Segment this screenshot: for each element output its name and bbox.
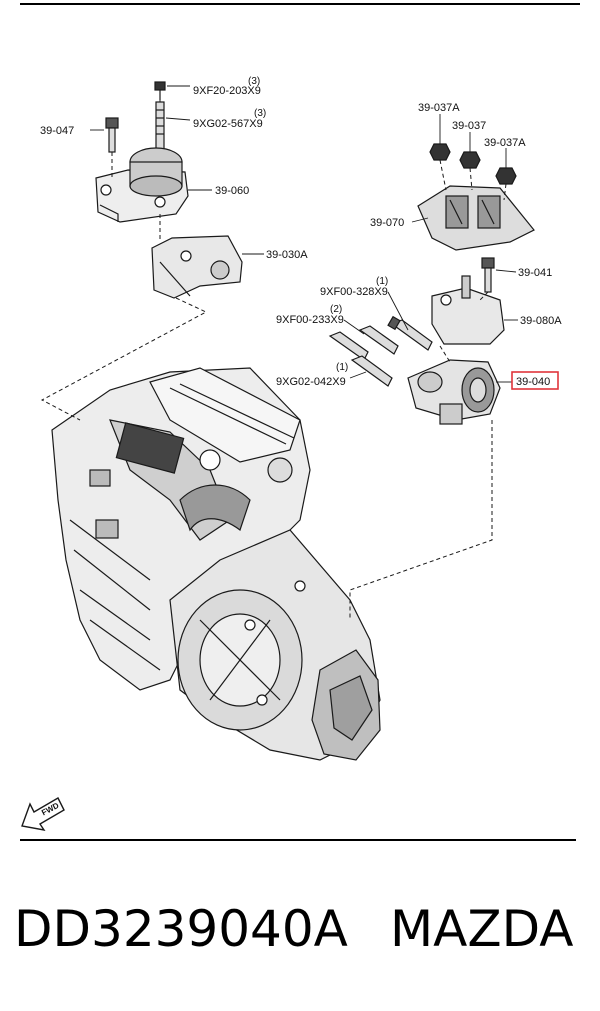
engine-mount-right-icon — [417, 185, 535, 251]
callout-bracket-right: 39-080A — [520, 315, 562, 327]
bolt-right-icon — [481, 257, 495, 293]
callout-bolt-top: 9XF20-203X9 — [193, 85, 261, 97]
callout-qty: (3) — [254, 108, 266, 119]
parts-diagram: (3) 9XF20-203X9 (3) 9XG02-567X9 39-047 3… — [20, 3, 580, 841]
callout-nut-a1: 39-037A — [418, 102, 460, 114]
part-number: DD3239040A — [14, 900, 348, 958]
callout-bracket-left: 39-030A — [266, 249, 308, 261]
engine-transmission-icon — [51, 367, 381, 761]
engine-mount-left-icon — [95, 147, 189, 223]
left-mount-assembly — [95, 81, 243, 299]
brand-name: MAZDA — [390, 900, 574, 958]
callout-stud-top: 9XG02-567X9 — [193, 118, 263, 130]
callout-left-bolt: 39-047 — [40, 125, 74, 137]
right-mount-assembly — [328, 143, 535, 425]
nut-icon — [429, 143, 517, 185]
caption: DD3239040A MAZDA — [0, 890, 600, 980]
bracket-right-icon — [431, 275, 505, 345]
callout-bolt-r2: 9XF00-233X9 — [276, 314, 344, 326]
callout-bolt-r3: 9XG02-042X9 — [276, 376, 346, 388]
callout-mount-right: 39-070 — [370, 217, 404, 229]
transmission-mount-icon — [407, 359, 501, 425]
callout-highlight: 39-040 — [516, 376, 550, 388]
callout-bolt-right: 39-041 — [518, 267, 552, 279]
top-bolt-icon — [154, 81, 166, 100]
bolt-set-icon — [328, 315, 433, 387]
guide-lines — [40, 100, 507, 620]
callout-mount-left: 39-060 — [215, 185, 249, 197]
callout-nut-mid: 39-037 — [452, 120, 486, 132]
leader-lines — [90, 85, 518, 383]
callout-bolt-r1: 9XF00-328X9 — [320, 286, 388, 298]
highlight-box — [511, 371, 559, 390]
left-bolt-icon — [105, 117, 119, 153]
callout-nut-a2: 39-037A — [484, 137, 526, 149]
fwd-arrow-icon: FWD — [21, 797, 65, 831]
callout-qty: (1) — [336, 362, 348, 373]
stud-icon — [155, 101, 165, 153]
callout-qty: (3) — [248, 76, 260, 87]
callout-qty: (1) — [376, 276, 388, 287]
bracket-left-icon — [151, 235, 243, 299]
callout-qty: (2) — [330, 304, 342, 315]
